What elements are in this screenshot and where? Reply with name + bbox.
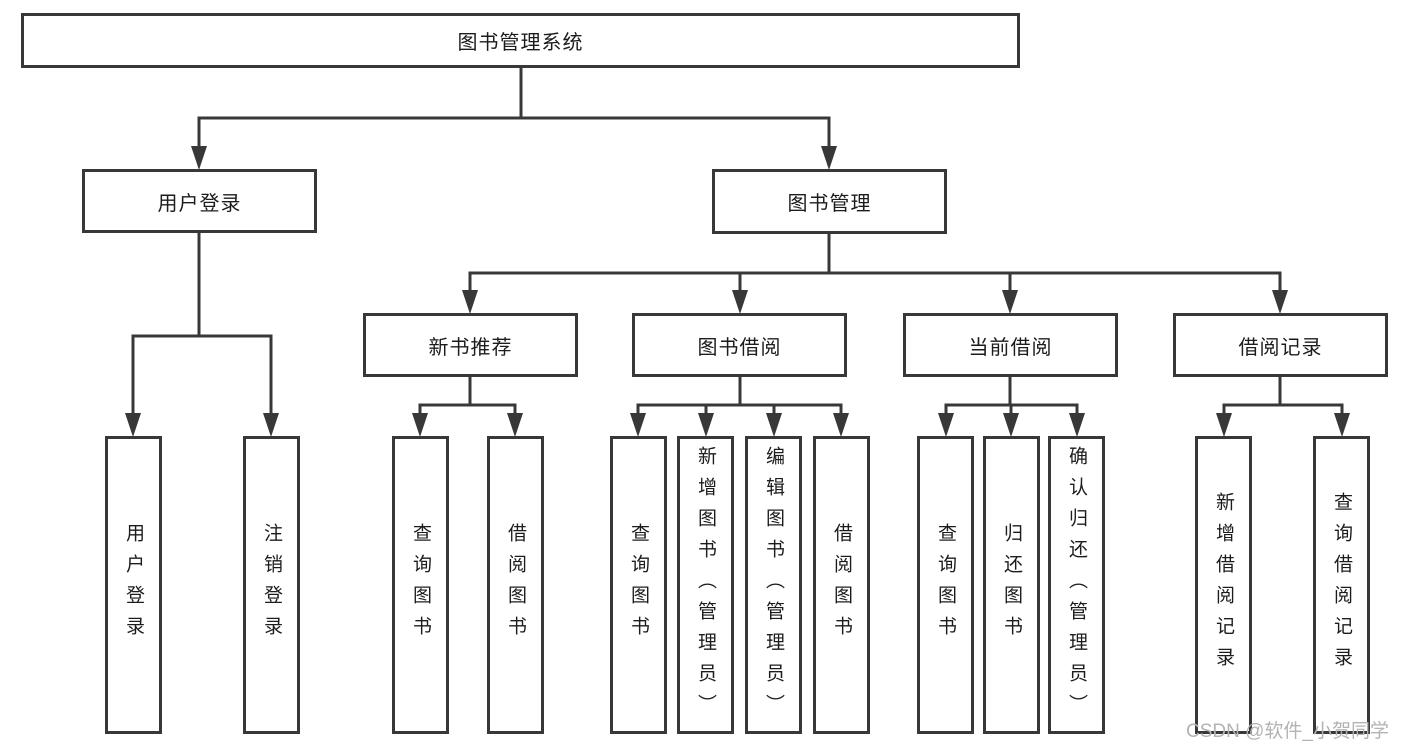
leaf-return-book-label: 归还图书 — [1001, 523, 1022, 647]
node-new-books: 新书推荐 — [363, 313, 578, 377]
leaf-query-books-1: 查询图书 — [392, 436, 449, 734]
leaf-edit-book-admin-label: 编辑图书（管理员） — [763, 445, 784, 725]
leaf-query-books-2-label: 查询图书 — [628, 523, 649, 647]
leaf-borrow-books-2: 借阅图书 — [813, 436, 870, 734]
leaf-user-login: 用户登录 — [105, 436, 162, 734]
leaf-borrow-books-2-label: 借阅图书 — [831, 523, 852, 647]
leaf-user-login-label: 用户登录 — [123, 523, 144, 647]
leaf-confirm-return-admin-label: 确认归还（管理员） — [1066, 445, 1087, 725]
leaf-confirm-return-admin: 确认归还（管理员） — [1048, 436, 1105, 734]
node-book-borrow-label: 图书借阅 — [697, 336, 782, 359]
leaf-query-books-1-label: 查询图书 — [410, 523, 431, 647]
leaf-query-borrow-record-label: 查询借阅记录 — [1331, 492, 1352, 678]
leaf-query-borrow-record: 查询借阅记录 — [1313, 436, 1370, 734]
leaf-query-books-3-label: 查询图书 — [935, 523, 956, 647]
node-root: 图书管理系统 — [21, 13, 1020, 68]
node-current-borrow-label: 当前借阅 — [968, 336, 1053, 359]
leaf-add-book-admin: 新增图书（管理员） — [677, 436, 734, 734]
node-user-login: 用户登录 — [82, 169, 317, 233]
csdn-watermark: CSDN @软件_小贺同学 — [1186, 721, 1389, 742]
leaf-borrow-books-1-label: 借阅图书 — [505, 523, 526, 647]
leaf-return-book: 归还图书 — [983, 436, 1040, 734]
leaf-borrow-books-1: 借阅图书 — [487, 436, 544, 734]
leaf-logout-label: 注销登录 — [261, 523, 282, 647]
node-current-borrow: 当前借阅 — [903, 313, 1118, 377]
leaf-query-books-2: 查询图书 — [610, 436, 667, 734]
leaf-edit-book-admin: 编辑图书（管理员） — [745, 436, 802, 734]
node-book-mgmt: 图书管理 — [712, 169, 947, 234]
leaf-query-books-3: 查询图书 — [917, 436, 974, 734]
node-book-borrow: 图书借阅 — [632, 313, 847, 377]
leaf-logout: 注销登录 — [243, 436, 300, 734]
node-borrow-records: 借阅记录 — [1173, 313, 1388, 377]
node-root-label: 图书管理系统 — [457, 32, 584, 54]
arrowheads — [125, 146, 1350, 437]
node-book-mgmt-label: 图书管理 — [787, 193, 872, 215]
leaf-add-book-admin-label: 新增图书（管理员） — [695, 445, 716, 725]
leaf-add-borrow-record-label: 新增借阅记录 — [1213, 492, 1234, 678]
node-new-books-label: 新书推荐 — [428, 336, 513, 359]
node-user-login-label: 用户登录 — [157, 192, 242, 215]
leaf-add-borrow-record: 新增借阅记录 — [1195, 436, 1252, 734]
node-borrow-records-label: 借阅记录 — [1238, 336, 1323, 359]
